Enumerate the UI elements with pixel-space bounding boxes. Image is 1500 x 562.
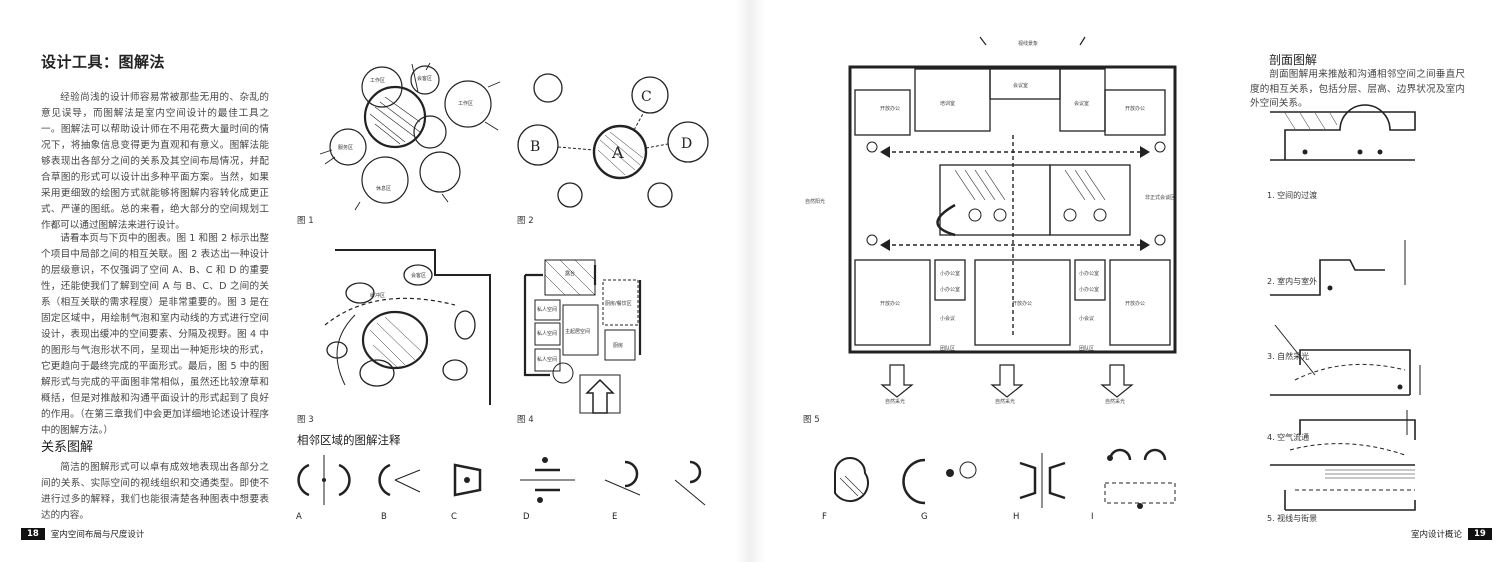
fig5-room-small-office-4: 小办公室 <box>1079 286 1099 293</box>
section-heading: 剖面图解 <box>1269 53 1318 67</box>
intro-paragraph: 经验尚浅的设计师容易常被那些无用的、杂乱的意见误导，而图解法是室内空间设计的最佳… <box>41 92 269 231</box>
section-caption-4: 4. 空气流通 <box>1267 433 1310 442</box>
figure-2-hierarchy-diagram: C B A D <box>510 70 720 210</box>
adjacency-symbols-right <box>820 448 1180 513</box>
fig5-room-training: 培训室 <box>940 100 955 107</box>
figure-1-caption: 图 1 <box>297 216 314 226</box>
fig5-room-meeting-1: 会议室 <box>1013 82 1028 89</box>
section-caption-3: 3. 自然采光 <box>1267 352 1310 361</box>
fig5-room-small-office-2: 小办公室 <box>940 286 960 293</box>
fig3-label-reception: 会客区 <box>411 272 426 279</box>
fig5-room-open-office-2: 开放办公 <box>1125 105 1145 112</box>
fig5-view-label: 视线景象 <box>1018 40 1038 47</box>
left-page: 设计工具：图解法 经验尚浅的设计师容易常被那些无用的、杂乱的意见误导，而图解法是… <box>21 53 725 540</box>
fig5-room-open-office-3: 开放办公 <box>880 300 900 307</box>
book-gutter <box>735 0 765 562</box>
fig1-label-service: 服务区 <box>338 144 353 151</box>
adjacency-letter-f: F <box>822 512 827 522</box>
right-footer-title: 室内设计概论 <box>1411 530 1463 540</box>
fig5-bottom-label-2: 自然采光 <box>995 398 1015 405</box>
fig5-room-small-office-1: 小办公室 <box>940 270 960 277</box>
fig5-bottom-label-3: 自然采光 <box>1105 398 1125 405</box>
section-diagrams <box>1265 104 1425 520</box>
adjacency-symbols-left <box>295 450 725 510</box>
adjacency-letter-b: B <box>381 512 387 522</box>
fig4-label-terrace: 露台 <box>565 270 575 277</box>
figure-2-caption: 图 2 <box>517 216 534 226</box>
section-caption-2: 2. 室内与室外 <box>1267 277 1318 286</box>
adjacency-letter-g: G <box>921 512 928 522</box>
adjacency-heading: 相邻区域的图解注释 <box>297 433 401 447</box>
figure-5-office-plan: 开放办公 培训室 会议室 会议室 开放办公 小办公室 小办公室 开放办公 开放办… <box>800 35 1190 405</box>
section-caption-1: 1. 空间的过渡 <box>1267 191 1318 200</box>
figure-4-block-plan: 露台 私人空间 私人空间 主起居空间 厨房/餐饮区 厨房 私人空间 <box>515 245 695 415</box>
page-title: 设计工具：图解法 <box>41 53 166 71</box>
adjacency-letter-c: C <box>451 512 457 522</box>
adjacency-letter-i: I <box>1091 512 1094 522</box>
fig1-label-work-area-2: 工作区 <box>458 100 473 107</box>
fig5-room-small-meeting-2: 小会议 <box>1079 315 1094 322</box>
figure-5-caption: 图 5 <box>803 415 820 425</box>
section-paragraph: 剖面图解用来推敲和沟通相邻空间之间垂直尺度的相互关系，包括分层、层高、边界状况及… <box>1250 69 1465 109</box>
fig5-room-meeting-2: 会议室 <box>1074 100 1089 107</box>
figure-1-bubble-diagram: 工作区 会客区 工作区 服务区 休息区 <box>319 62 501 212</box>
fig5-room-team-2: 团队区 <box>1079 345 1094 352</box>
fig4-label-living: 主起居空间 <box>565 328 590 335</box>
fig2-letter-b: B <box>530 139 540 155</box>
left-footer-title: 室内空间布局与尺度设计 <box>50 530 145 540</box>
fig5-right-label: 非正式会谈区 <box>1145 194 1175 201</box>
fig4-label-private-2: 私人空间 <box>537 330 557 337</box>
fig5-room-open-office-1: 开放办公 <box>880 105 900 112</box>
left-footer: 18 室内空间布局与尺度设计 <box>21 528 150 540</box>
left-page-number: 18 <box>21 528 45 540</box>
fig2-letter-c: C <box>641 89 652 105</box>
adjacency-letter-d: D <box>523 512 530 522</box>
fig1-label-rest: 休息区 <box>376 185 391 192</box>
figure-3-caption: 图 3 <box>297 415 314 425</box>
fig5-room-team-1: 团队区 <box>940 345 955 352</box>
fig5-room-small-office-3: 小办公室 <box>1079 270 1099 277</box>
fig3-label-buffer: 缓冲区 <box>370 292 385 299</box>
fig4-label-kitchen-dining: 厨房/餐饮区 <box>605 300 632 307</box>
relation-paragraph: 简洁的图解形式可以卓有成效地表现出各部分之间的关系、实际空间的视线组织和交通类型… <box>41 462 269 521</box>
fig5-room-small-meeting-1: 小会议 <box>940 315 955 322</box>
fig5-room-open-office-4: 开放办公 <box>1012 300 1032 307</box>
relation-heading: 关系图解 <box>41 440 94 455</box>
fig4-label-kitchen: 厨房 <box>613 342 623 349</box>
fig5-room-open-office-5: 开放办公 <box>1125 300 1145 307</box>
figure-4-caption: 图 4 <box>517 415 534 425</box>
adjacency-letter-h: H <box>1013 512 1020 522</box>
right-page: 开放办公 培训室 会议室 会议室 开放办公 小办公室 小办公室 开放办公 开放办… <box>750 0 1500 562</box>
right-footer: 室内设计概论 19 <box>1405 528 1492 540</box>
fig4-label-private-3: 私人空间 <box>537 356 557 363</box>
fig5-bottom-label-1: 自然采光 <box>885 398 905 405</box>
fig5-left-label: 自然阳光 <box>805 198 825 205</box>
fig1-label-work-area: 工作区 <box>370 77 385 84</box>
section-caption-5: 5. 视线与街景 <box>1267 514 1318 523</box>
fig1-label-reception: 会客区 <box>417 75 432 82</box>
fig2-letter-a: A <box>611 143 624 162</box>
adjacency-letter-e: E <box>612 512 618 522</box>
adjacency-letter-a: A <box>296 512 302 522</box>
right-page-number: 19 <box>1468 528 1492 540</box>
figure-3-zone-bubbles: 会客区 缓冲区 <box>315 245 495 405</box>
fig4-label-private-1: 私人空间 <box>537 306 557 313</box>
figures-paragraph: 请看本页与下页中的图表。图 1 和图 2 标示出整个项目中局部之间的相互关联。图… <box>41 233 269 436</box>
fig2-letter-d: D <box>681 136 692 152</box>
